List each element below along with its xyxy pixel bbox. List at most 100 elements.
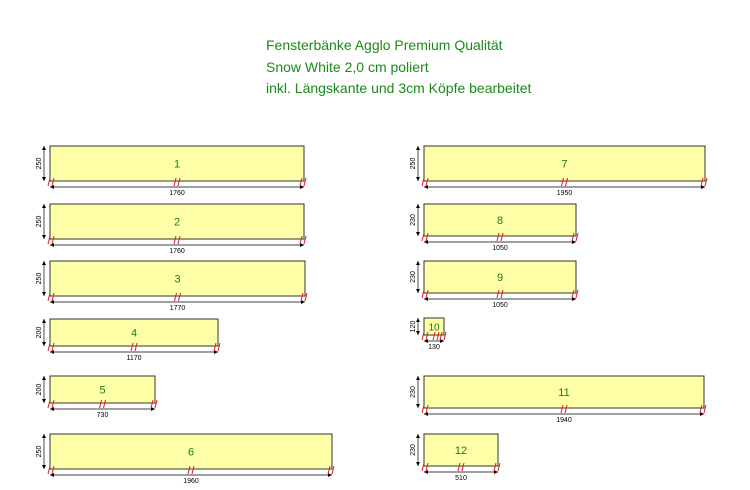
edge-mark-left (421, 289, 425, 299)
panel-rect (423, 145, 706, 182)
edge-mark-right (303, 235, 307, 245)
panel-rect (423, 433, 499, 467)
length-arrow-right (300, 185, 304, 189)
edge-mark-left (425, 232, 429, 242)
edge-mark-center (436, 331, 440, 341)
edge-mark-left (421, 404, 425, 414)
edge-mark-right (493, 462, 497, 472)
panel-rect (423, 260, 577, 294)
edge-mark-right (571, 232, 575, 242)
length-arrow-right (572, 240, 576, 244)
edge-mark-center (177, 235, 181, 245)
edge-mark-right (150, 399, 154, 409)
edge-mark-center (173, 177, 177, 187)
edge-mark-right (703, 404, 707, 414)
length-label: 1940 (556, 417, 572, 424)
depth-arrow-top (42, 434, 46, 438)
edge-mark-right (571, 289, 575, 299)
edge-mark-left (47, 235, 51, 245)
edge-mark-left (47, 465, 51, 475)
panel-rect (423, 203, 577, 237)
length-arrow-left (424, 297, 428, 301)
edge-mark-right (300, 292, 304, 302)
edge-mark-right (331, 465, 335, 475)
length-label: 1960 (183, 478, 199, 485)
edge-mark-center (500, 232, 504, 242)
length-arrow-left (50, 185, 54, 189)
edge-mark-right (700, 177, 704, 187)
length-label: 1770 (170, 305, 186, 312)
length-arrow-left (50, 300, 54, 304)
depth-arrow-top (416, 434, 420, 438)
edge-mark-right (439, 331, 443, 341)
depth-arrow-top (42, 204, 46, 208)
edge-mark-left (421, 331, 425, 341)
edge-mark-right (699, 404, 703, 414)
edge-mark-right (443, 331, 447, 341)
length-arrow-left (424, 339, 428, 343)
edge-mark-center (187, 465, 191, 475)
depth-label: 250 (36, 446, 43, 458)
depth-arrow-bottom (416, 232, 420, 236)
edge-mark-left (425, 404, 429, 414)
depth-arrow-bottom (42, 235, 46, 239)
edge-mark-center (134, 342, 138, 352)
depth-label: 230 (410, 214, 417, 226)
length-label: 1050 (492, 245, 508, 252)
edge-mark-center (496, 289, 500, 299)
title-line-3: inkl. Längskante und 3cm Köpfe bearbeite… (266, 80, 532, 96)
length-arrow-right (300, 243, 304, 247)
length-arrow-right (151, 407, 155, 411)
edge-mark-left (421, 232, 425, 242)
sill-panel-3: 3 1770 250 (36, 260, 308, 312)
length-arrow-right (301, 300, 305, 304)
edge-mark-center (130, 342, 134, 352)
length-label: 130 (428, 344, 440, 351)
length-arrow-left (424, 185, 428, 189)
edge-mark-center (103, 399, 106, 409)
depth-arrow-top (416, 318, 420, 322)
edge-mark-center (560, 404, 564, 414)
edge-mark-left (51, 292, 55, 302)
edge-mark-left (425, 331, 429, 341)
depth-label: 230 (410, 386, 417, 398)
edge-mark-center (99, 399, 102, 409)
length-arrow-left (50, 407, 54, 411)
depth-arrow-top (42, 376, 46, 380)
panel-rect (423, 375, 705, 409)
edge-mark-left (51, 465, 55, 475)
depth-label: 250 (36, 273, 43, 285)
length-label: 1170 (126, 355, 141, 362)
depth-arrow-bottom (416, 331, 420, 335)
edge-mark-center (432, 331, 436, 341)
edge-mark-left (421, 177, 425, 187)
length-arrow-right (328, 473, 332, 477)
edge-mark-center (561, 177, 564, 187)
panel-number: 7 (561, 159, 567, 171)
depth-arrow-top (416, 376, 420, 380)
edge-mark-left (425, 177, 429, 187)
edge-mark-left (425, 462, 429, 472)
edge-mark-left (47, 177, 51, 187)
length-label: 1760 (169, 248, 185, 255)
depth-arrow-bottom (42, 292, 46, 296)
length-arrow-right (700, 412, 704, 416)
depth-arrow-top (42, 146, 46, 150)
length-arrow-left (424, 412, 428, 416)
depth-label: 200 (36, 327, 43, 339)
depth-arrow-top (42, 319, 46, 323)
panel-number: 3 (174, 274, 180, 286)
edge-mark-left (425, 289, 429, 299)
edge-mark-right (304, 292, 308, 302)
length-arrow-left (50, 473, 54, 477)
depth-arrow-bottom (42, 177, 46, 181)
edge-mark-right (497, 462, 501, 472)
length-arrow-right (214, 350, 218, 354)
